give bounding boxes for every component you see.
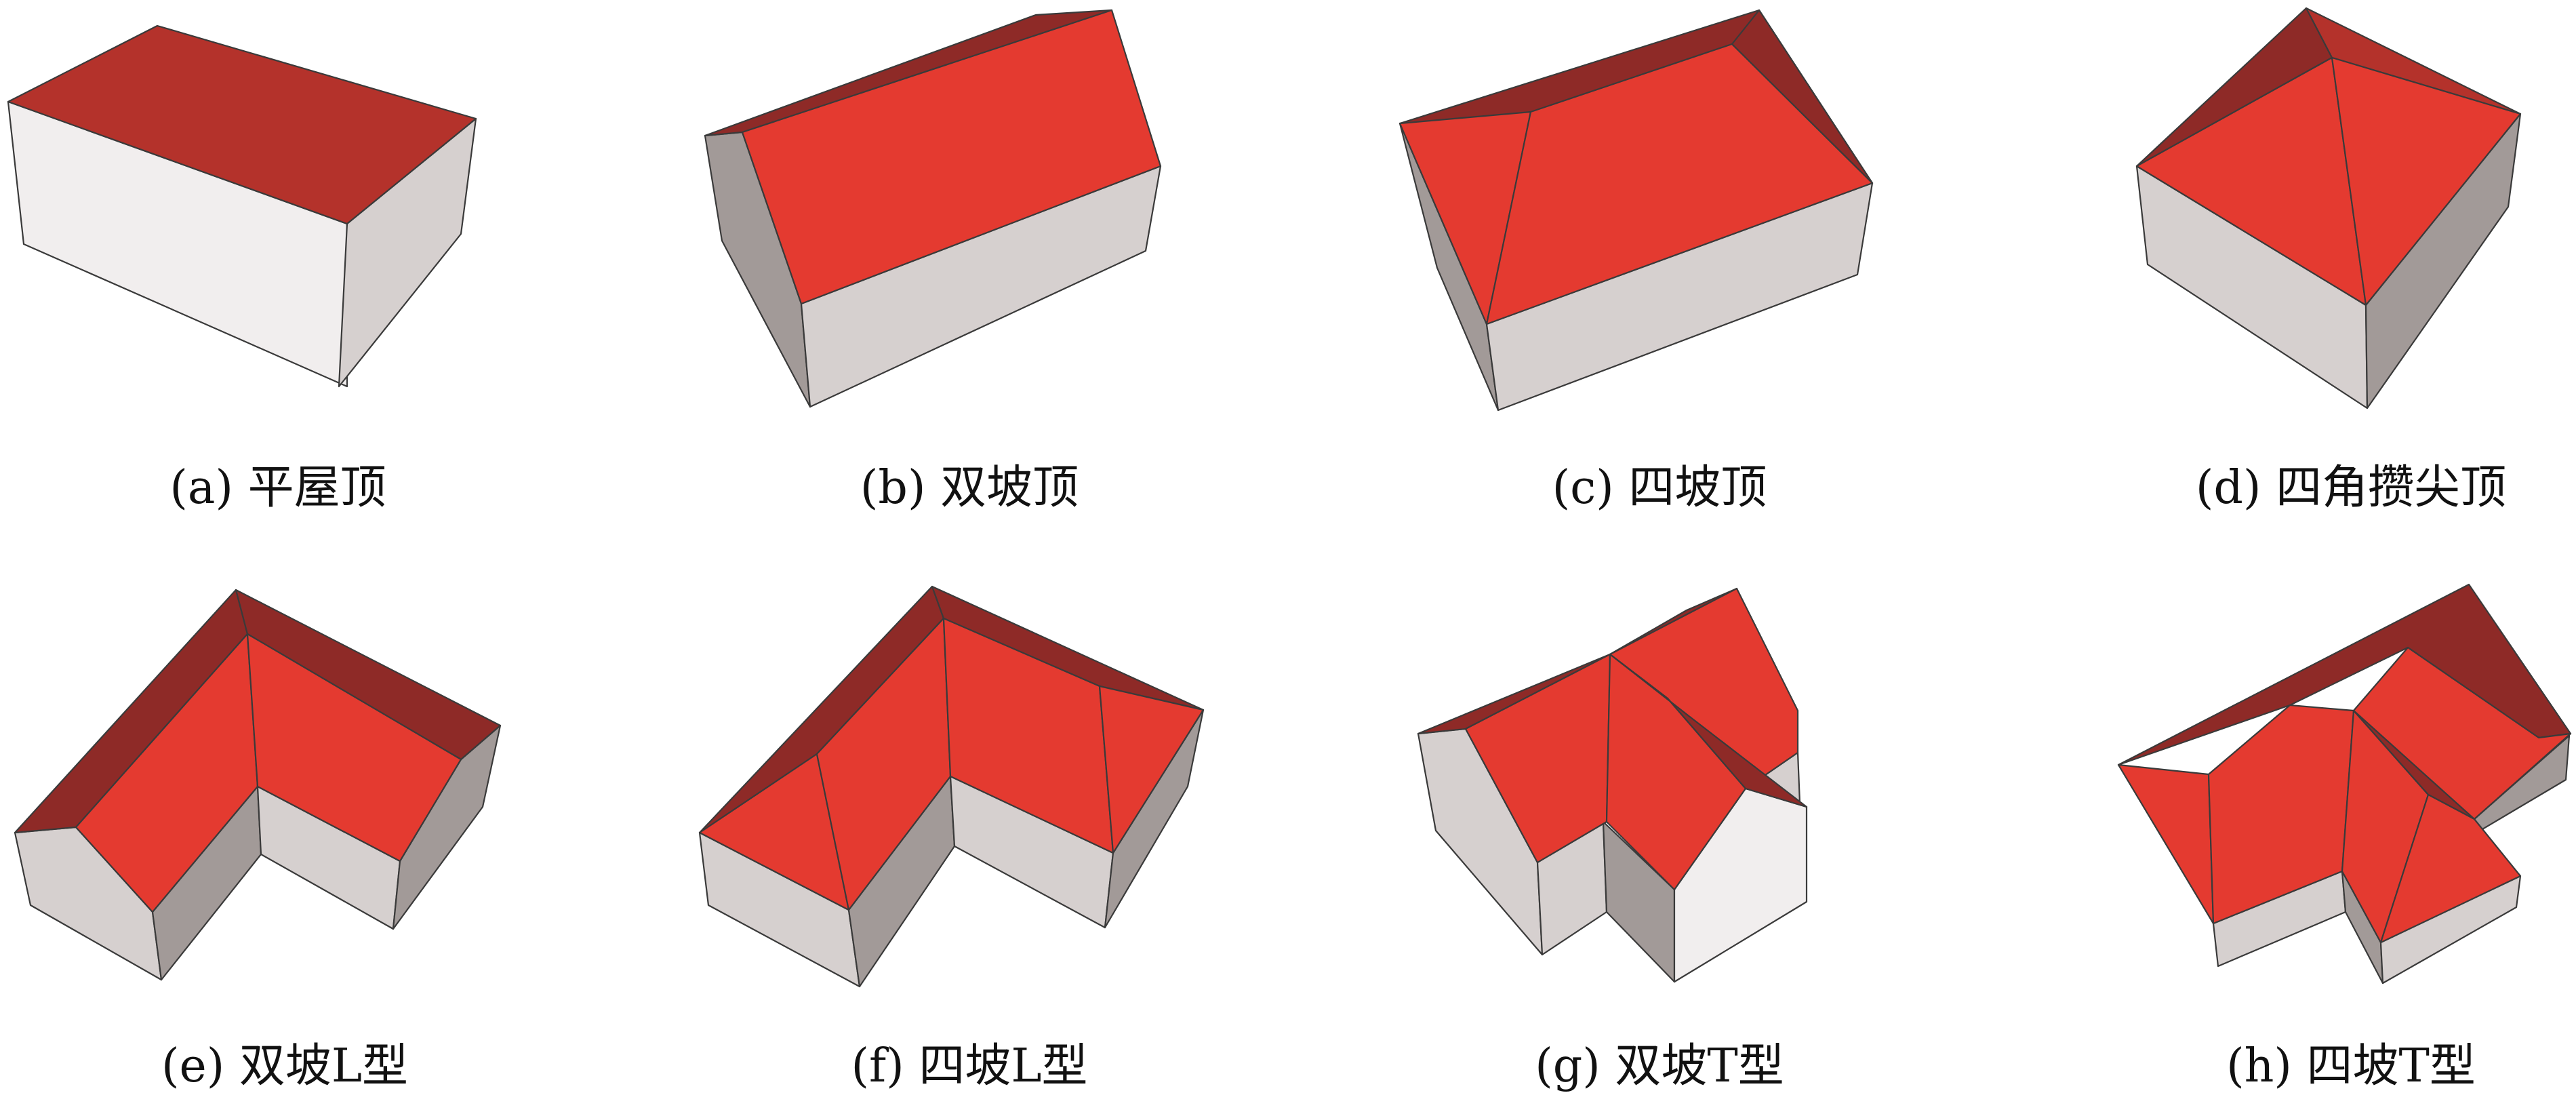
caption-e: (e) 双坡L型 bbox=[161, 1039, 408, 1093]
roof-model-b bbox=[704, 9, 1162, 408]
roof-flat bbox=[7, 24, 477, 225]
roof-model-d bbox=[2135, 7, 2522, 410]
caption-h: (h) 四坡T型 bbox=[2226, 1039, 2476, 1093]
roof-front-slope bbox=[741, 9, 1162, 305]
roof-model-e bbox=[14, 589, 502, 981]
roof-stem-right bbox=[1609, 653, 1808, 808]
caption-b: (b) 双坡顶 bbox=[860, 461, 1079, 515]
roof-hip-left bbox=[2117, 763, 2215, 925]
roof-hip-right bbox=[1731, 9, 1874, 184]
caption-c: (c) 四坡顶 bbox=[1552, 461, 1767, 515]
roof-model-c bbox=[1398, 9, 1874, 412]
roof-stem-end bbox=[2379, 793, 2522, 944]
roof-front-right bbox=[2331, 56, 2522, 306]
caption-g: (g) 双坡T型 bbox=[1535, 1039, 1784, 1093]
caption-a: (a) 平屋顶 bbox=[169, 461, 386, 515]
roof-model-f bbox=[698, 585, 1205, 988]
roof-front-right bbox=[246, 633, 462, 862]
roof-model-g bbox=[1417, 587, 1808, 983]
roof-hip-right-end bbox=[1098, 685, 1205, 854]
roof-model-a bbox=[7, 24, 477, 388]
caption-f: (f) 四坡L型 bbox=[851, 1039, 1088, 1093]
caption-d: (d) 四角攒尖顶 bbox=[2196, 461, 2506, 515]
roof-model-h bbox=[2117, 583, 2572, 985]
